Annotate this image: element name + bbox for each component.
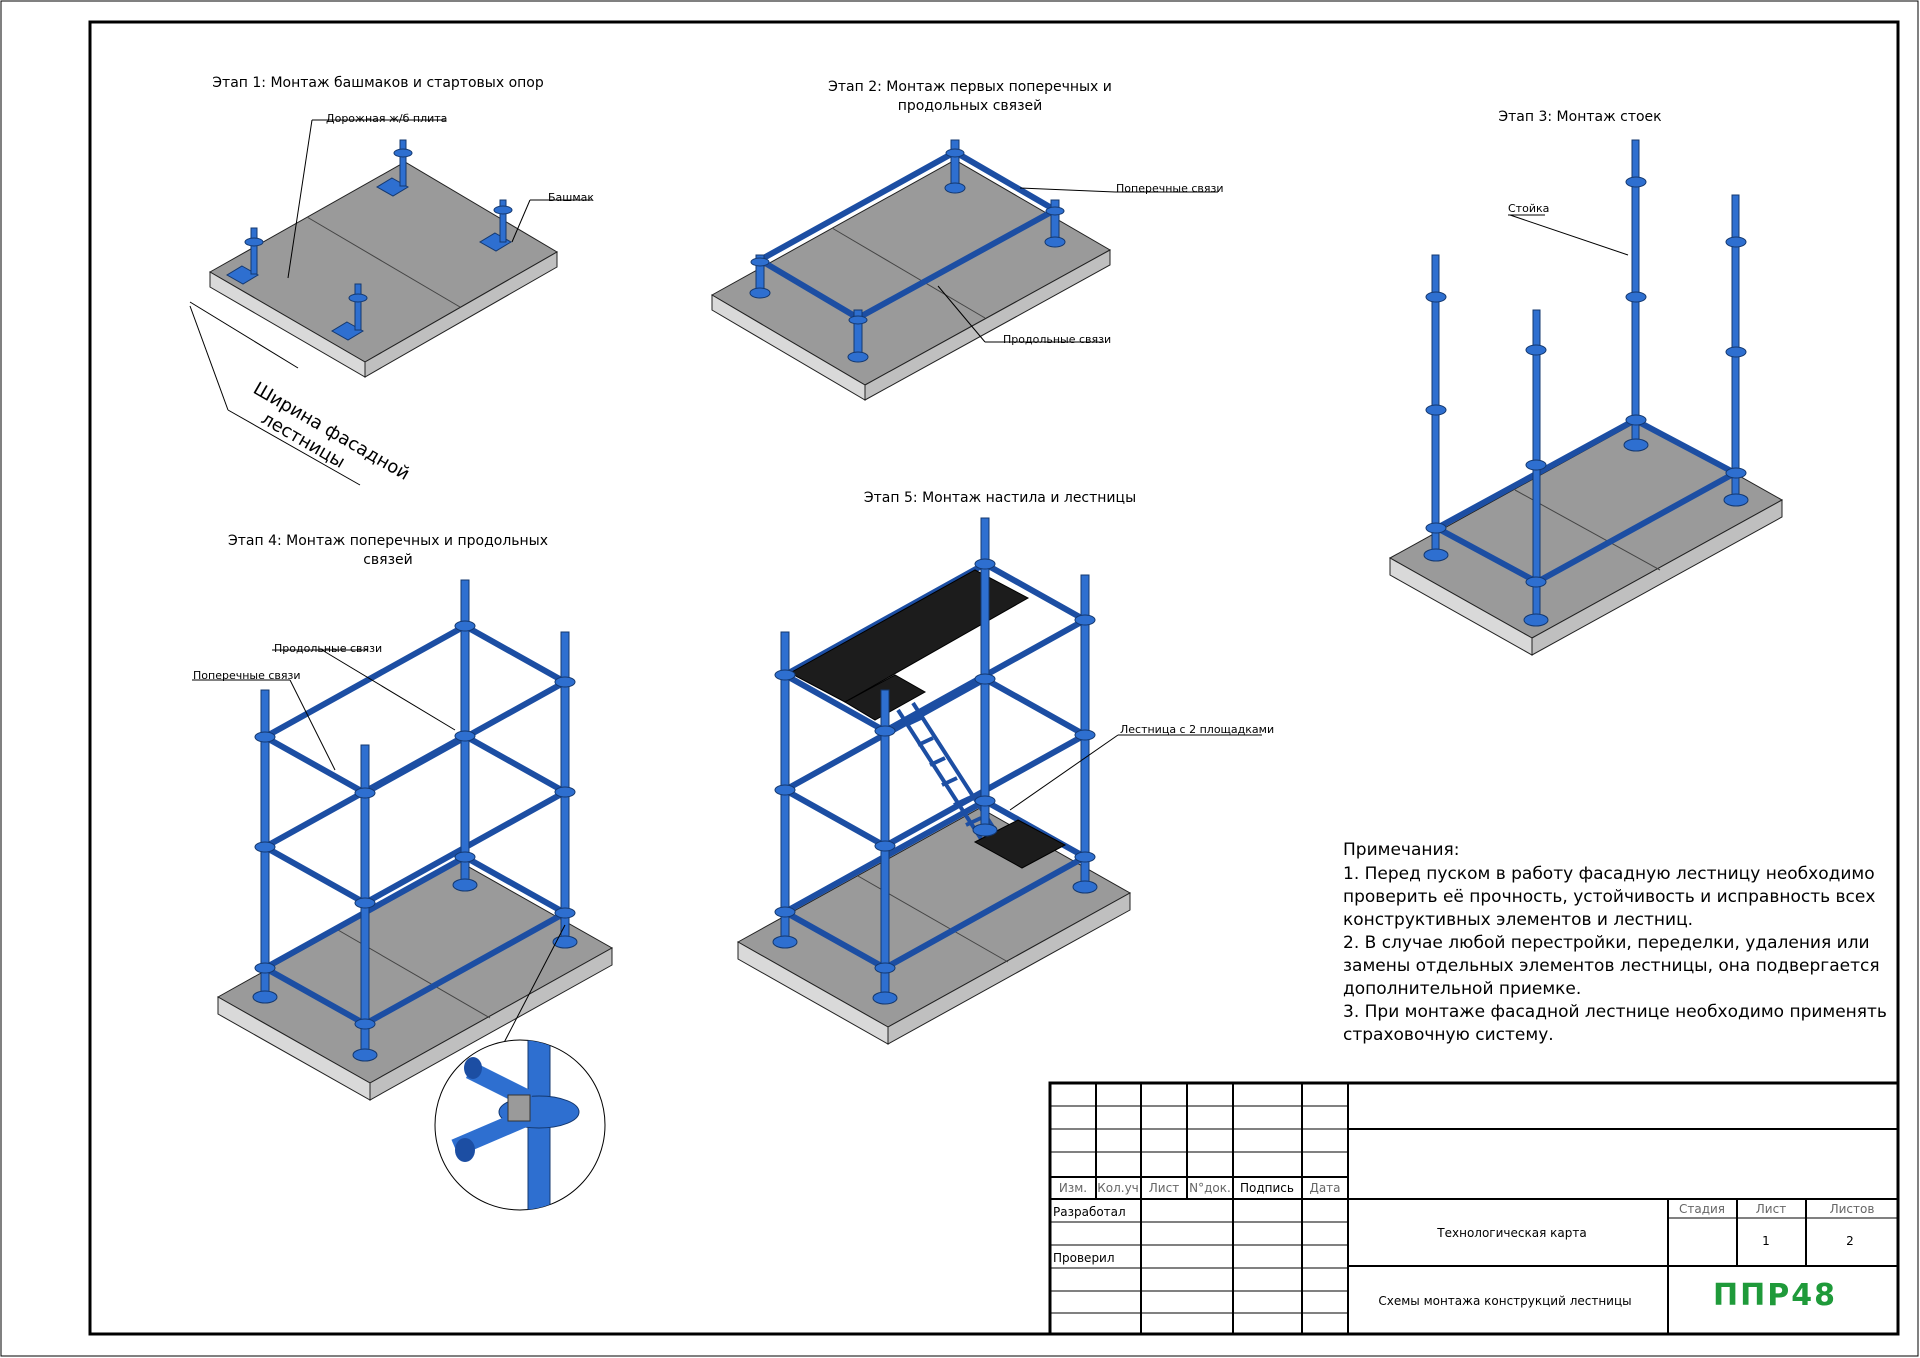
note-line: страховочную систему. [1343, 1025, 1554, 1045]
developed-by-label: Разработал [1053, 1205, 1126, 1219]
note-line: дополнительной приемке. [1343, 979, 1581, 999]
stage-label: Стадия [1679, 1202, 1725, 1216]
title-block: Изм. Кол.уч Лист N°док. Подпись Дата Раз… [1048, 1081, 1900, 1336]
notes-block: Примечания: 1. Перед пуском в работу фас… [1343, 840, 1887, 1045]
doc-type: Технологическая карта [1436, 1226, 1586, 1240]
stage-5-title: Этап 5: Монтаж настила и лестницы [864, 490, 1136, 506]
col-header: Изм. [1059, 1181, 1087, 1195]
detail-circle [434, 1039, 606, 1211]
stage-4-title-line1: Этап 4: Монтаж поперечных и продольных [228, 533, 548, 549]
callout-post: Стойка [1508, 202, 1549, 215]
callout-long-ties-4: Продольные связи [274, 642, 382, 655]
note-line: 2. В случае любой перестройки, переделки… [1343, 933, 1870, 953]
stage-3-title: Этап 3: Монтаж стоек [1498, 109, 1661, 125]
stage-5-drawing [736, 517, 1262, 1045]
stage-2-title-line1: Этап 2: Монтаж первых поперечных и [828, 79, 1112, 95]
checked-by-label: Проверил [1053, 1251, 1115, 1265]
note-line: замены отдельных элементов лестницы, она… [1343, 956, 1880, 976]
callout-cross-ties-4: Поперечные связи [193, 669, 301, 682]
note-line: 3. При монтаже фасадной лестнице необход… [1343, 1002, 1887, 1022]
sheets-label: Листов [1830, 1202, 1875, 1216]
stage-2-title-line2: продольных связей [898, 98, 1043, 114]
callout-long-ties: Продольные связи [1003, 333, 1111, 346]
stage-3-drawing [1388, 139, 1784, 656]
note-line: конструктивных элементов и лестниц. [1343, 910, 1693, 930]
col-header: Кол.уч [1097, 1181, 1139, 1195]
stage-1-drawing [189, 119, 592, 486]
company-logo: ППР48 [1713, 1278, 1837, 1313]
callout-shoe: Башмак [548, 191, 594, 204]
notes-heading: Примечания: [1343, 840, 1460, 860]
col-header: N°док. [1189, 1181, 1231, 1195]
note-line: 1. Перед пуском в работу фасадную лестни… [1343, 864, 1875, 884]
sheet-value: 1 [1762, 1234, 1770, 1248]
stage-2-drawing [710, 139, 1218, 401]
col-header: Дата [1309, 1181, 1340, 1195]
stage-1-title: Этап 1: Монтаж башмаков и стартовых опор [212, 75, 544, 91]
callout-road-slab: Дорожная ж/б плита [326, 112, 447, 125]
note-line: проверить её прочность, устойчивость и и… [1343, 887, 1875, 907]
callout-ladder: Лестница с 2 площадками [1120, 723, 1274, 736]
inner-frame [88, 20, 1900, 1336]
col-header: Подпись [1240, 1181, 1294, 1195]
stage-4-drawing [192, 579, 614, 1211]
col-header: Лист [1149, 1181, 1179, 1195]
doc-title: Схемы монтажа конструкций лестницы [1378, 1294, 1631, 1308]
stage-4-title-line2: связей [363, 552, 413, 568]
sheet-label: Лист [1756, 1202, 1786, 1216]
callout-cross-ties: Поперечные связи [1116, 182, 1224, 195]
stage-titles: Этап 1: Монтаж башмаков и стартовых опор… [212, 75, 1661, 568]
sheets-value: 2 [1846, 1234, 1854, 1248]
